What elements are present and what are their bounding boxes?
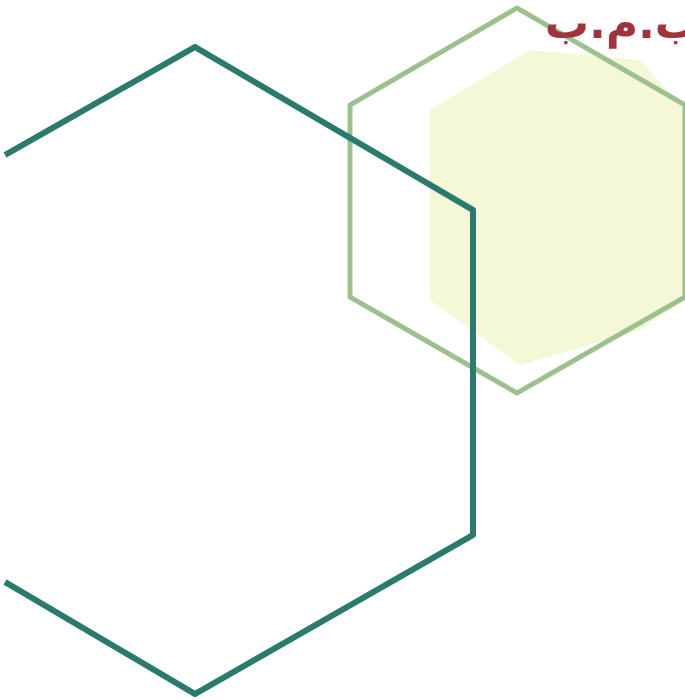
corner-text: ب.م.ب [544, 0, 685, 49]
small-hexagon-fill [430, 50, 685, 365]
small-hexagon-outline [347, 5, 685, 396]
large-hexagon-outline [3, 44, 476, 697]
